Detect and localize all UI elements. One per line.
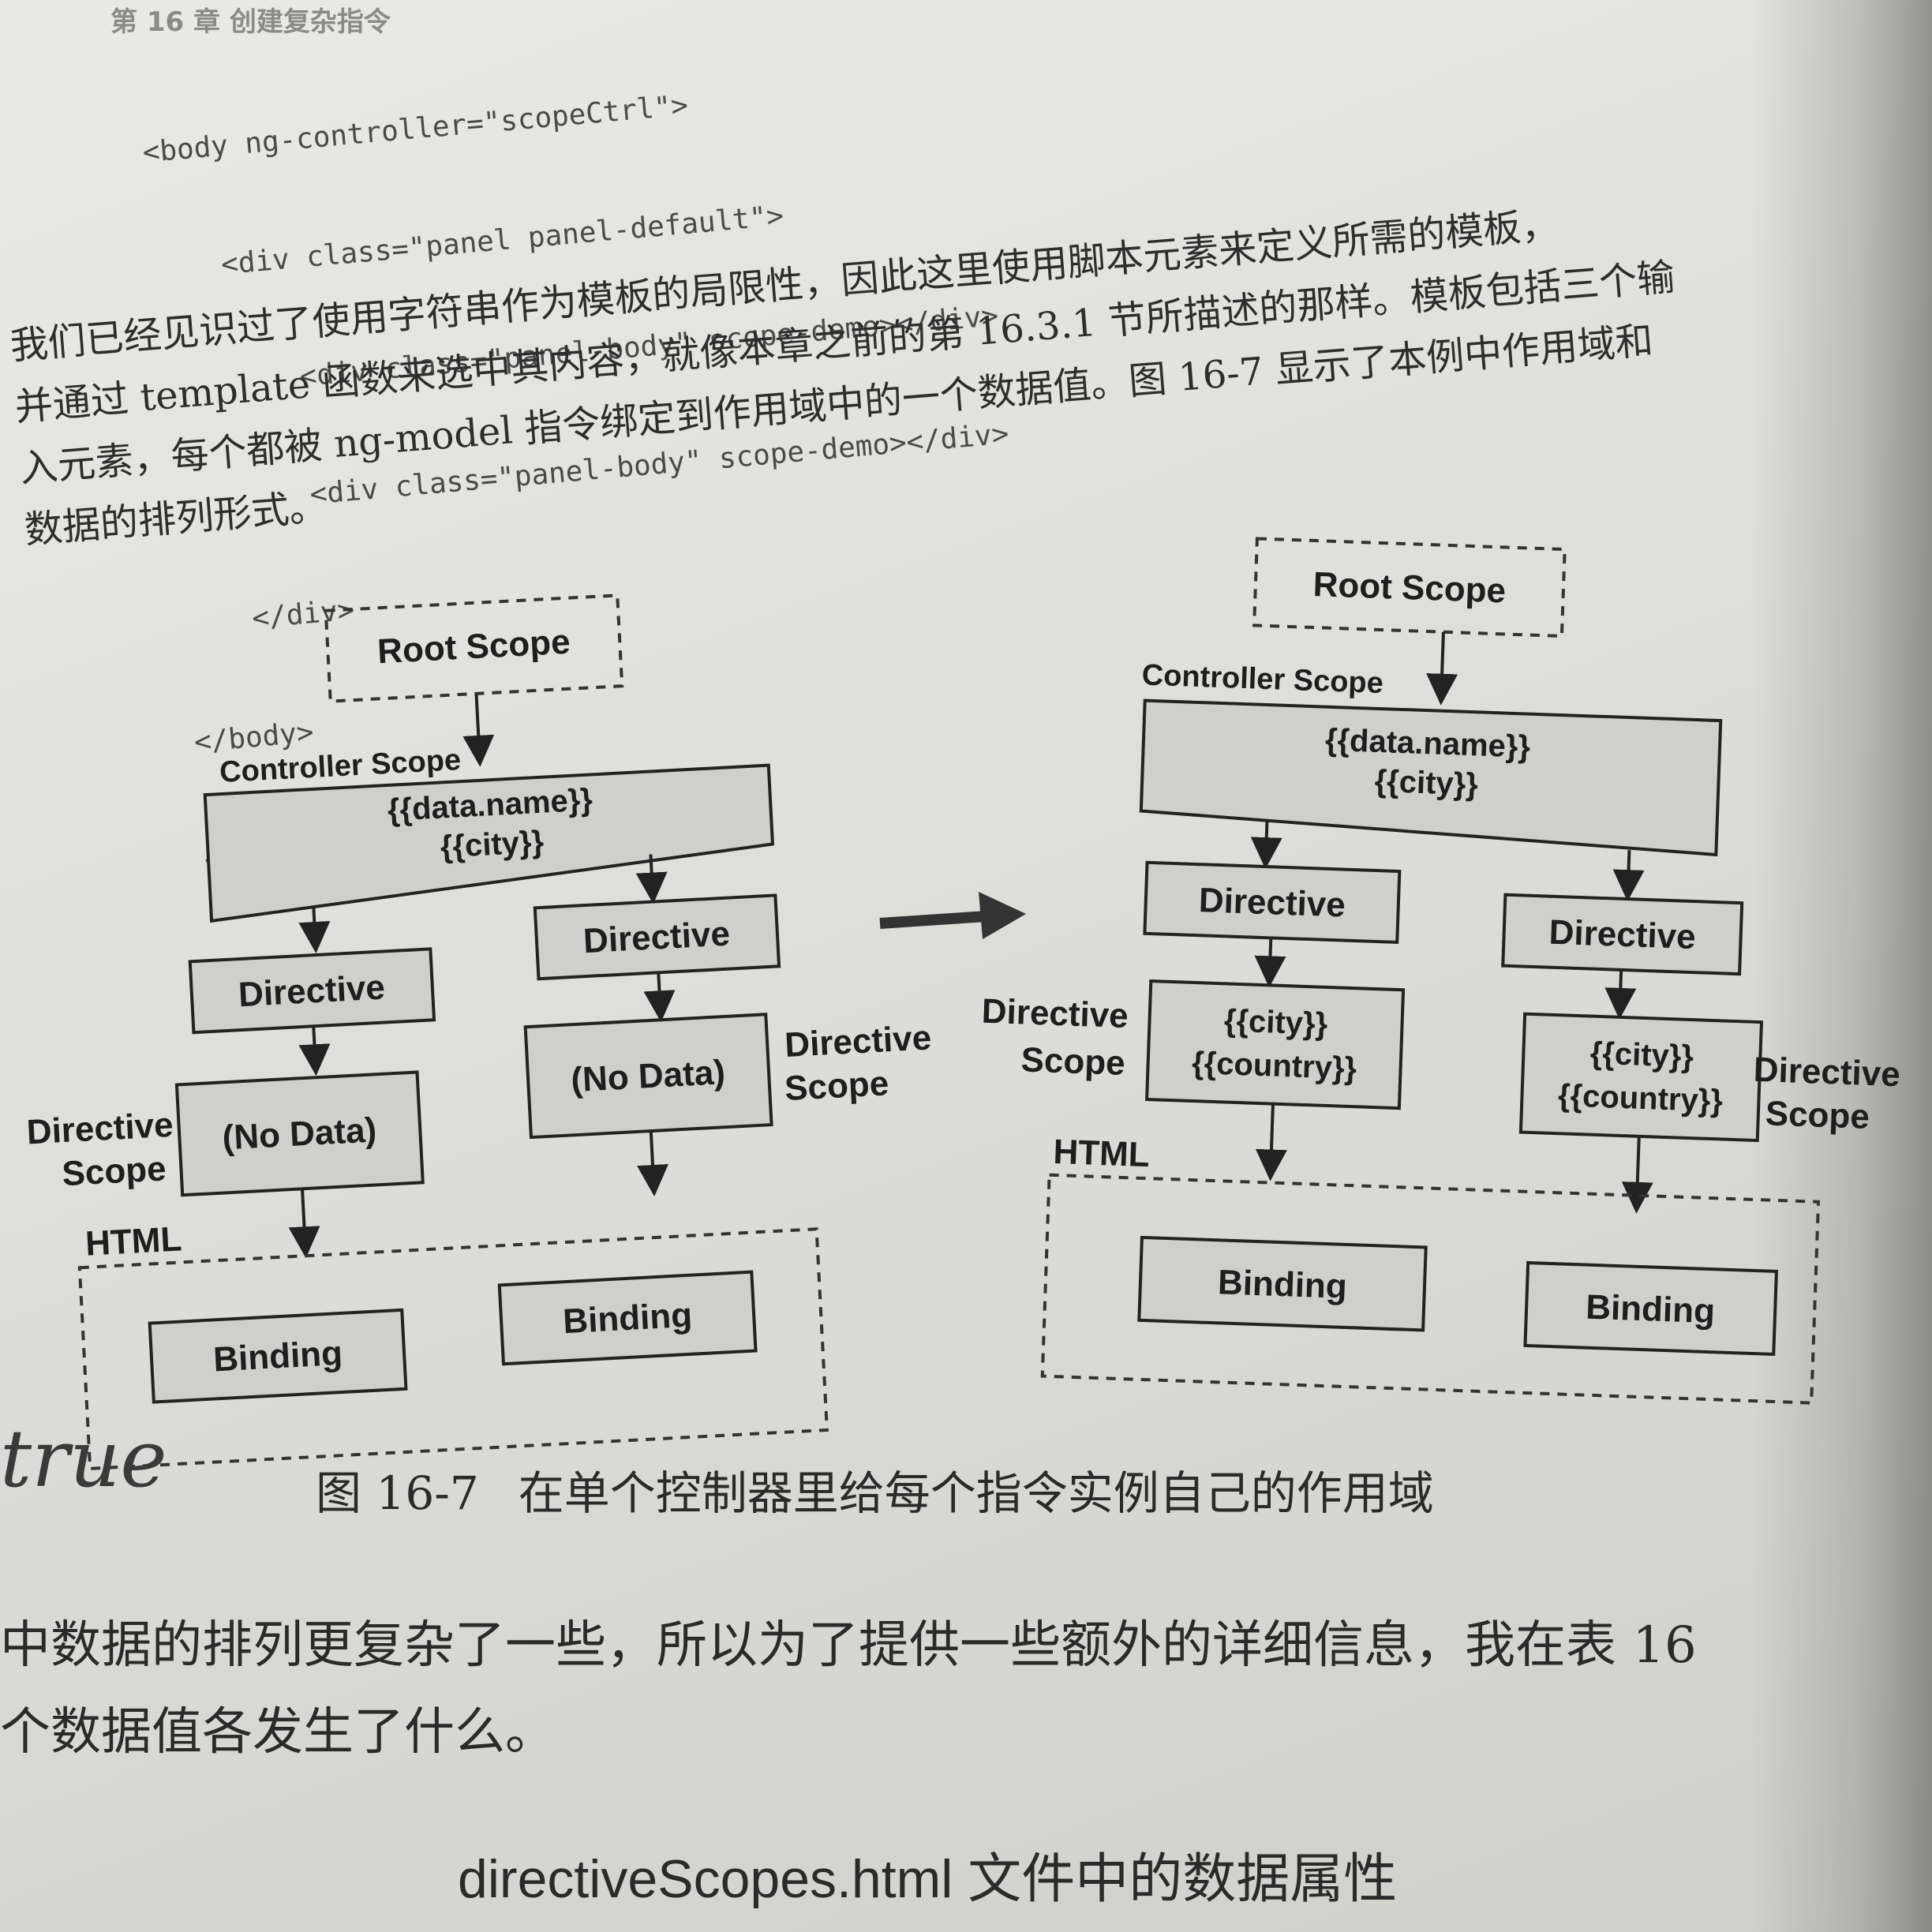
figure-caption: 图 16-7 在单个控制器里给每个指令实例自己的作用域 <box>316 1456 1434 1522</box>
html-label: HTML <box>1053 1133 1151 1174</box>
arrow <box>298 907 331 953</box>
directive-scope-label: Directive <box>1753 1050 1900 1094</box>
controller-line: {{city}} <box>440 825 545 865</box>
html-container <box>1040 1173 1821 1405</box>
controller-line: {{city}} <box>1374 764 1479 803</box>
directive-data: {{city}} <box>1223 1003 1328 1042</box>
binding-box <box>1523 1260 1779 1356</box>
arrow <box>637 1130 669 1196</box>
binding-label: Binding <box>1585 1288 1715 1331</box>
directive-scope-label: Directive <box>981 992 1129 1035</box>
directive-data: {{country}} <box>1191 1046 1357 1086</box>
code-line: <body ng-controller="scopeCtrl"> <box>141 89 690 170</box>
arrow <box>1254 938 1286 988</box>
arrow <box>1255 1103 1287 1181</box>
directive-data: (No Data) <box>221 1110 377 1157</box>
paragraph-line: 个数据值各发生了什么。 <box>0 1703 556 1762</box>
body-paragraph: 中数据的排列更复杂了一些，所以为了提供一些额外的详细信息，我在表 16 个数据值… <box>0 1602 1932 1776</box>
arrow <box>288 1189 320 1259</box>
transition-arrow <box>879 910 999 929</box>
html-label: HTML <box>84 1219 183 1263</box>
binding-label: Binding <box>212 1334 343 1380</box>
directive-label: Directive <box>1548 913 1696 957</box>
arrow <box>1604 969 1637 1020</box>
figure-caption-text: 在单个控制器里给每个指令实例自己的作用域 <box>518 1466 1434 1520</box>
arrow-head-icon <box>979 892 1026 939</box>
directive-scope-label: Directive <box>784 1018 932 1065</box>
binding-box <box>497 1270 758 1366</box>
arrow <box>643 972 676 1023</box>
page-shadow <box>1750 0 1932 1932</box>
directive-scope-label: Directive <box>26 1106 174 1152</box>
binding-box <box>1137 1235 1428 1332</box>
directive-scope-box <box>1518 1012 1764 1143</box>
html-container <box>77 1227 829 1470</box>
directive-scope-box <box>1144 979 1406 1110</box>
root-scope-box <box>1252 537 1567 638</box>
controller-scope-box <box>1139 698 1723 857</box>
directive-scope-label: Scope <box>1765 1094 1870 1136</box>
arrow <box>462 693 495 767</box>
arrow <box>1250 819 1282 870</box>
binding-box <box>148 1308 408 1404</box>
controller-scope-label: Controller Scope <box>1141 658 1383 700</box>
root-scope-label: Root Scope <box>376 623 571 672</box>
directive-label: Directive <box>1198 881 1346 924</box>
directive-scope-label: Scope <box>61 1149 167 1193</box>
controller-scope-box <box>203 763 775 923</box>
directive-data: {{country}} <box>1557 1078 1723 1118</box>
arrow <box>1621 1136 1653 1214</box>
table-title: directiveScopes.html 文件中的数据属性 <box>458 1849 1398 1909</box>
directive-data: {{city}} <box>1589 1036 1694 1075</box>
arrow <box>635 854 668 904</box>
directive-data: (No Data) <box>570 1053 726 1099</box>
binding-label: Binding <box>1217 1263 1347 1306</box>
left-diagram: Root Scope Controller Scope {{data.name}… <box>26 593 932 1470</box>
directive-scope-label: Scope <box>1020 1040 1126 1083</box>
right-diagram: Root Scope Controller Scope {{data.name}… <box>981 537 1901 1405</box>
handwritten-note: true <box>0 1413 167 1505</box>
root-scope-label: Root Scope <box>1312 565 1507 611</box>
arrow <box>1612 850 1645 902</box>
scope-diagram: .box { fill: #cfcfcc; stroke: #222; stro… <box>26 537 1901 1470</box>
arrow <box>298 1026 331 1076</box>
figure-number: 图 16-7 <box>316 1466 479 1520</box>
paragraph-line: 中数据的排列更复杂了一些，所以为了提供一些额外的详细信息，我在表 16 <box>0 1616 1697 1675</box>
controller-line: {{data.name}} <box>1324 723 1531 765</box>
directive-label: Directive <box>582 915 731 961</box>
chapter-header: 第 16 章 创建复杂指令 <box>110 6 391 38</box>
directive-scope-label: Scope <box>784 1064 889 1108</box>
directive-label: Directive <box>238 968 386 1015</box>
arrow <box>1426 631 1458 706</box>
binding-label: Binding <box>562 1296 693 1342</box>
